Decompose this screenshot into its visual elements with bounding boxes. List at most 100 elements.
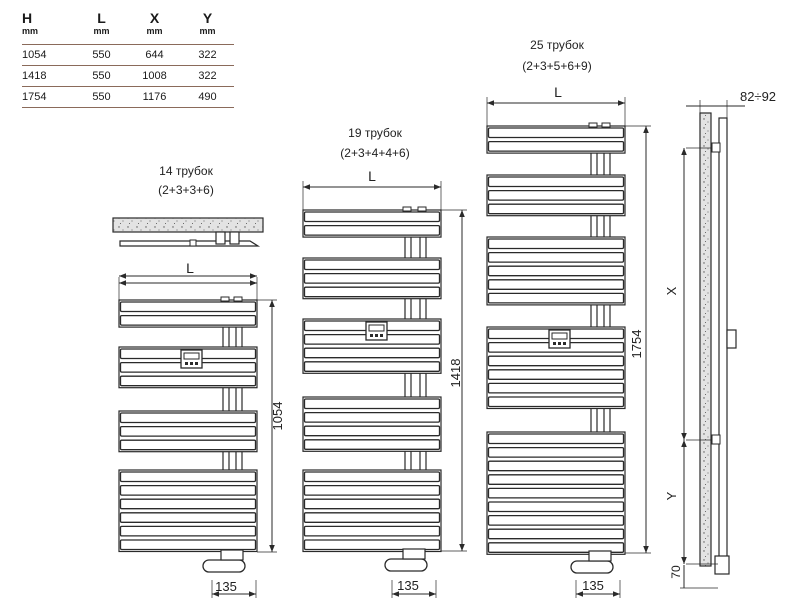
radiator-2-height-label: 1418 — [448, 359, 463, 388]
table-cell: 644 — [145, 49, 164, 61]
table-cell: 1008 — [142, 70, 167, 82]
radiator-2-width-label: L — [368, 168, 376, 184]
radiator-3-tube — [487, 487, 625, 499]
radiator-2-group-frame — [302, 469, 442, 553]
radiator-2-bottom-label: 135 — [397, 578, 419, 593]
heating-element-icon — [384, 558, 428, 572]
radiator-1-formula: (2+3+3+6) — [158, 183, 214, 197]
radiator-3-tube — [487, 501, 625, 513]
radiator-2-caption: 19 трубок — [348, 126, 402, 140]
table-cell: 322 — [198, 70, 217, 82]
radiator-3-bottom-cap — [588, 550, 612, 562]
thermostat-screen — [183, 352, 200, 360]
side-view-wall — [699, 112, 712, 567]
radiator-2-tube — [303, 539, 441, 551]
table-cell: 490 — [198, 91, 217, 103]
unit-x: mm — [146, 26, 163, 36]
side-y-label: Y — [664, 491, 679, 500]
unit-y: mm — [199, 26, 216, 36]
heating-element-icon — [570, 560, 614, 574]
radiator-3-formula: (2+3+5+6+9) — [522, 59, 591, 73]
radiator-3-width-label: L — [554, 84, 562, 100]
radiator-2-tube — [303, 498, 441, 510]
radiator-1-tube — [119, 314, 257, 326]
radiator-2-tube — [303, 471, 441, 483]
radiator-3-valve — [588, 122, 598, 128]
radiator-1-tube — [119, 512, 257, 523]
radiator-1-valve — [233, 296, 243, 302]
table-cell: 550 — [92, 49, 111, 61]
header-x: X — [149, 10, 160, 26]
radiator-1-tube — [119, 412, 257, 424]
table-row: 1418 550 1008 322 — [22, 66, 234, 87]
thermostat-button — [185, 362, 188, 365]
radiator-3-tube — [487, 433, 625, 445]
thermostat-button — [195, 362, 198, 365]
top-view-valve — [189, 239, 197, 247]
thermostat-button — [553, 342, 556, 345]
radiator-1-tube — [119, 439, 257, 451]
radiator-1-height-label: 1054 — [270, 402, 285, 431]
radiator-2-tube — [303, 361, 441, 372]
radiator-1-tube — [119, 301, 257, 313]
radiator-3-tube — [487, 279, 625, 290]
radiator-1-tube — [119, 484, 257, 496]
radiator-3-tube — [487, 460, 625, 472]
radiator-3-tube — [487, 238, 625, 250]
header-h: H — [22, 10, 33, 26]
table-cell: 550 — [92, 91, 111, 103]
radiator-1-valve — [220, 296, 230, 302]
table-cell: 1418 — [22, 70, 47, 82]
radiator-2-tube — [303, 211, 441, 223]
radiator-3-caption: 25 трубок — [530, 38, 584, 52]
radiator-2-bottom-cap — [402, 548, 426, 560]
radiator-3-tube — [487, 446, 625, 458]
table-cell: 322 — [198, 49, 217, 61]
side-view-heater — [714, 555, 730, 575]
radiator-3-tube — [487, 292, 625, 304]
radiator-1-width-label: L — [186, 260, 194, 276]
radiator-2-tube — [303, 224, 441, 236]
radiator-3-tube — [487, 127, 625, 139]
radiator-2-formula: (2+3+4+4+6) — [340, 146, 409, 160]
table-units: mm mm mm mm — [22, 26, 234, 45]
radiator-3-tube — [487, 265, 625, 277]
radiator-3-tube — [487, 382, 625, 394]
table-row: 1054 550 644 322 — [22, 45, 234, 66]
thermostat-button — [558, 342, 561, 345]
radiator-3-tube — [487, 203, 625, 215]
header-l: L — [97, 10, 106, 26]
table-cell: 1754 — [22, 91, 47, 103]
radiator-3-tube — [487, 396, 625, 408]
table-cell: 1054 — [22, 49, 47, 61]
radiator-1-tube — [119, 539, 257, 551]
radiator-3-tube — [487, 355, 625, 367]
radiator-2-tube — [303, 512, 441, 523]
radiator-2-tube — [303, 272, 441, 284]
unit-l: mm — [93, 26, 110, 36]
header-y: Y — [202, 10, 213, 26]
side-view-bracket — [711, 434, 721, 445]
radiator-3-tube — [487, 189, 625, 201]
radiator-3-tube — [487, 176, 625, 188]
side-x-label: X — [664, 286, 679, 295]
thermostat-button — [190, 362, 193, 365]
radiator-1-tube — [119, 471, 257, 483]
dimensions-table: H L X Y mm mm mm mm 1054 550 644 322 141… — [22, 6, 234, 108]
radiator-2-valve — [402, 206, 412, 212]
top-view-wall — [112, 217, 264, 233]
thermostat-button — [370, 334, 373, 337]
radiator-1-tube — [119, 425, 257, 437]
radiator-3-tube — [487, 542, 625, 553]
radiator-2-tube — [303, 259, 441, 271]
radiator-2-tube — [303, 411, 441, 423]
thermostat-button — [375, 334, 378, 337]
side-depth-label: 82÷92 — [740, 89, 776, 104]
radiator-2-valve — [417, 206, 427, 212]
radiator-1-caption: 14 трубок — [159, 164, 213, 178]
thermostat-button — [563, 342, 566, 345]
radiator-1-tube — [119, 498, 257, 510]
unit-h: mm — [22, 26, 39, 36]
